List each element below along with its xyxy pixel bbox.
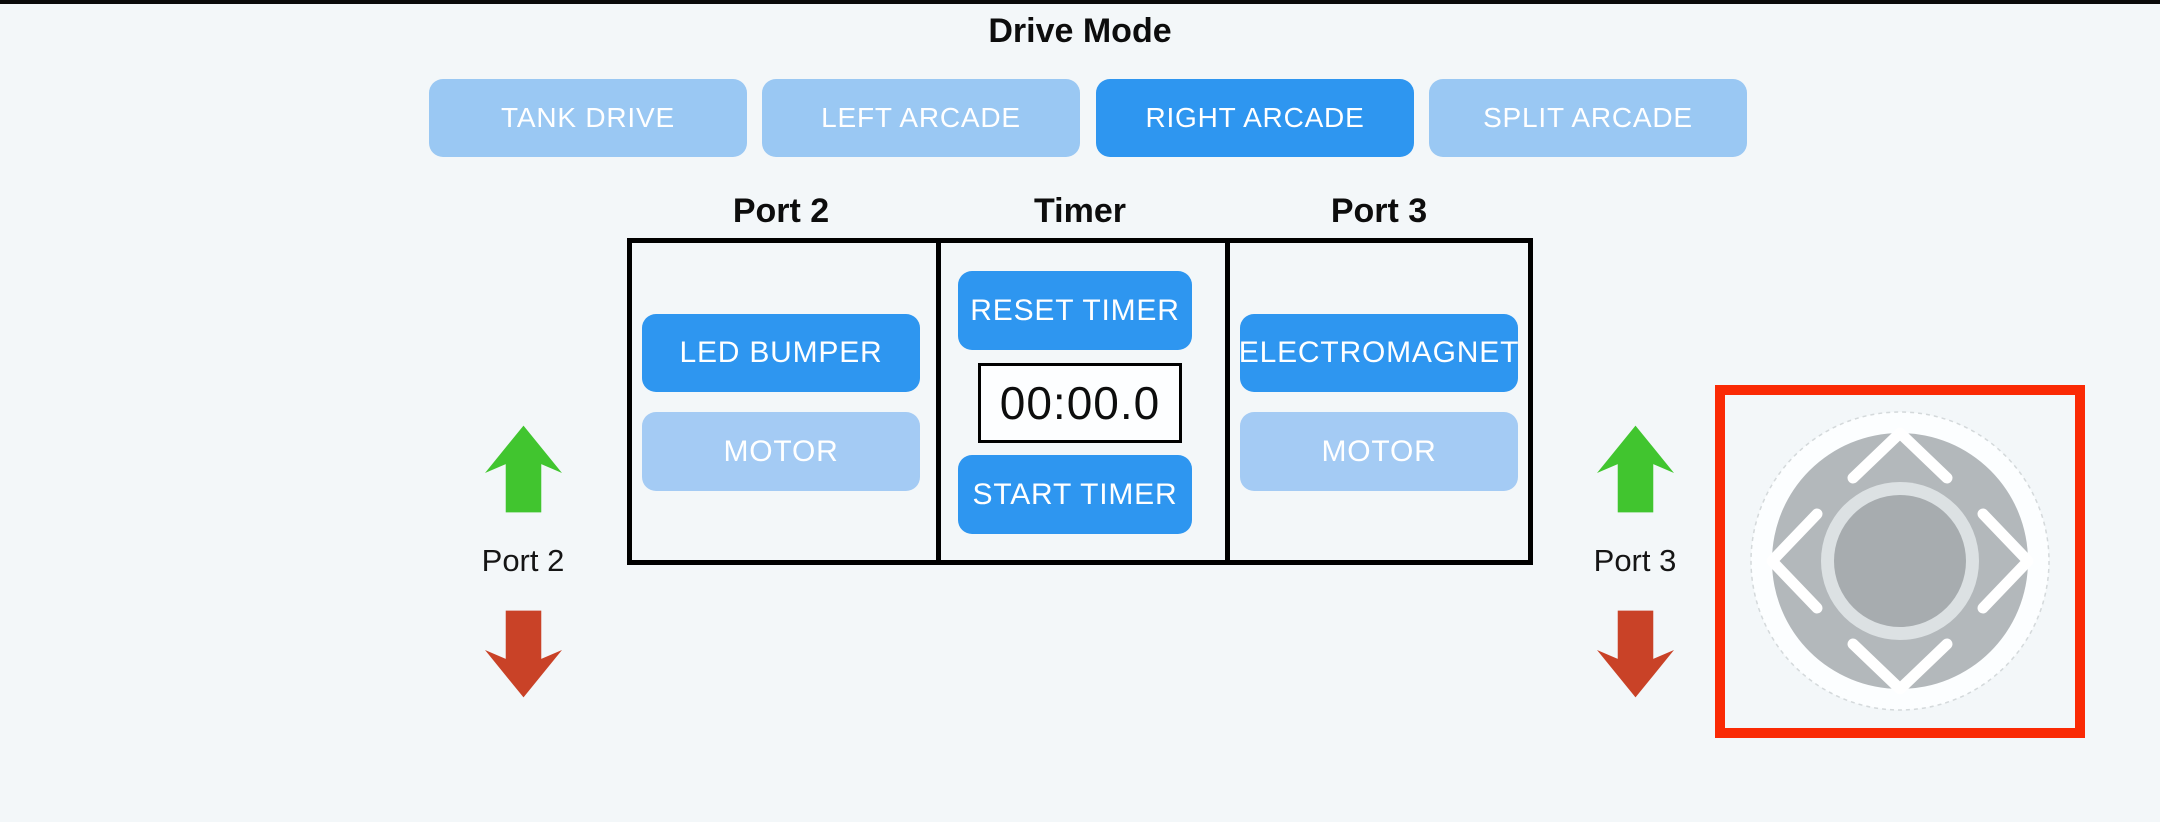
joystick-highlight-border — [1715, 385, 2085, 738]
control-table — [627, 238, 1533, 565]
down-arrow-icon — [485, 610, 562, 698]
led-bumper-button[interactable]: LED BUMPER — [642, 314, 920, 392]
joystick-up-chevron-icon — [1847, 427, 1953, 484]
port3-up-button[interactable] — [1597, 425, 1674, 516]
timer-display: 00:00.0 — [978, 363, 1182, 443]
port2-motor-button[interactable]: MOTOR — [642, 412, 920, 491]
joystick-right-chevron-icon — [1977, 508, 2034, 614]
port3-lift-label: Port 3 — [1593, 543, 1677, 578]
port2-column-header: Port 2 — [732, 192, 830, 230]
top-edge-bar — [0, 0, 2160, 4]
joystick-down-chevron-icon — [1847, 638, 1953, 695]
joystick-pad[interactable] — [1715, 385, 2085, 738]
left-arcade-button[interactable]: LEFT ARCADE — [762, 79, 1080, 157]
port3-down-button[interactable] — [1597, 610, 1674, 701]
right-arcade-button[interactable]: RIGHT ARCADE — [1096, 79, 1414, 157]
joystick-left-chevron-icon — [1766, 508, 1823, 614]
tank-drive-button[interactable]: TANK DRIVE — [429, 79, 747, 157]
timer-column-header: Timer — [1034, 192, 1126, 230]
port2-up-button[interactable] — [485, 425, 562, 516]
page-title: Drive Mode — [988, 12, 1172, 50]
port2-lift-label: Port 2 — [481, 543, 565, 578]
up-arrow-icon — [485, 425, 562, 513]
down-arrow-icon — [1597, 610, 1674, 698]
port3-motor-button[interactable]: MOTOR — [1240, 412, 1518, 491]
split-arcade-button[interactable]: SPLIT ARCADE — [1429, 79, 1747, 157]
joystick-container[interactable] — [1715, 385, 2085, 738]
port2-down-button[interactable] — [485, 610, 562, 701]
reset-timer-button[interactable]: RESET TIMER — [958, 271, 1192, 350]
up-arrow-icon — [1597, 425, 1674, 513]
table-divider-right — [1225, 243, 1230, 560]
table-divider-left — [936, 243, 941, 560]
electromagnet-button[interactable]: ELECTROMAGNET — [1239, 314, 1518, 392]
start-timer-button[interactable]: START TIMER — [958, 455, 1192, 534]
port3-column-header: Port 3 — [1330, 192, 1428, 230]
joystick-knob[interactable] — [1834, 495, 1966, 627]
